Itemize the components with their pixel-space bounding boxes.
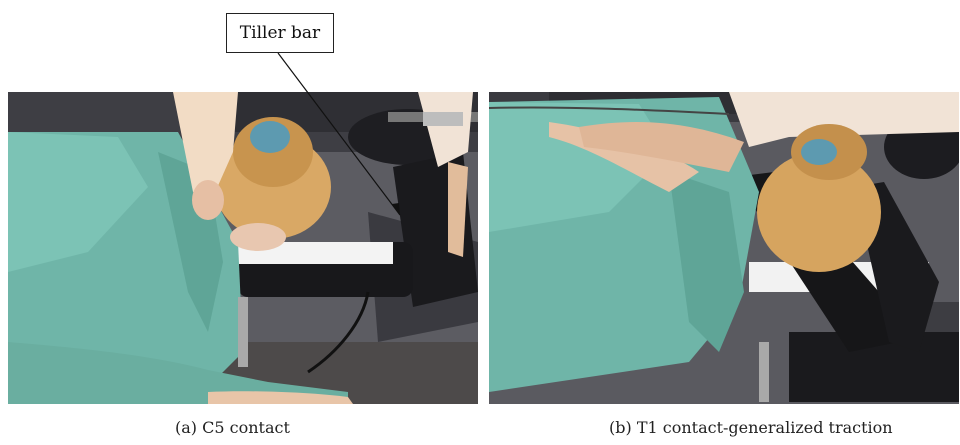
photo-t1-contact-traction <box>489 92 959 404</box>
caption-panel-b: (b) T1 contact-generalized traction <box>609 418 893 437</box>
photo-t1-contact-traction-scene <box>489 92 959 404</box>
tiller-bar-callout-label: Tiller bar <box>239 23 321 43</box>
caption-panel-a: (a) C5 contact <box>175 418 290 437</box>
photo-c5-contact-scene <box>8 92 478 404</box>
tiller-bar-callout: Tiller bar <box>226 13 334 53</box>
photo-c5-contact <box>8 92 478 404</box>
